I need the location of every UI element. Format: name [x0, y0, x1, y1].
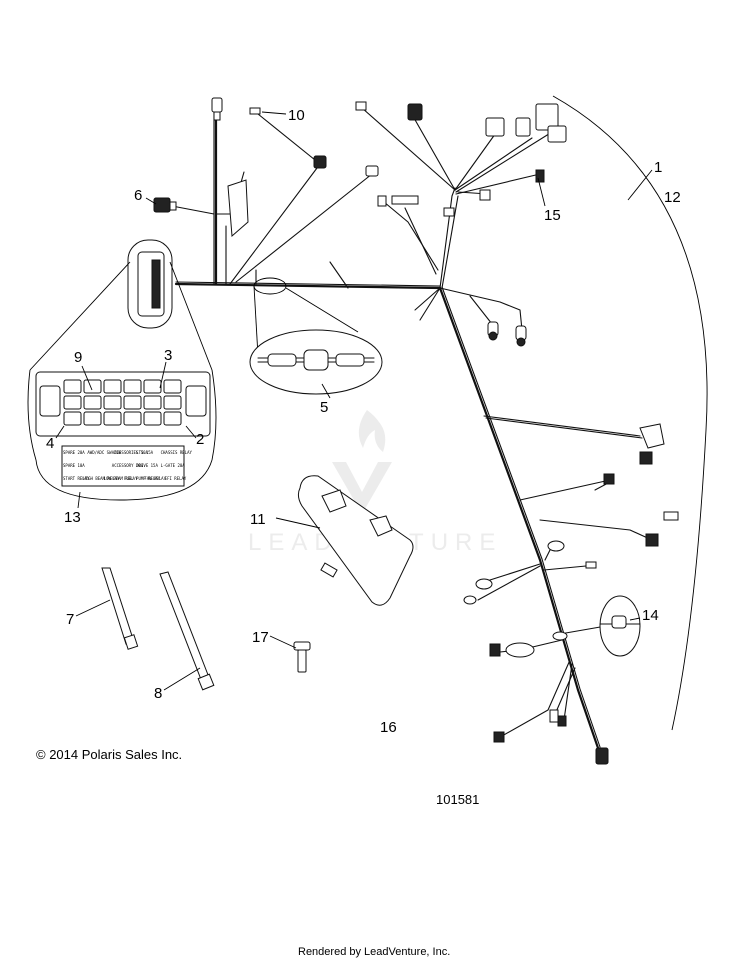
- connector-upper-mid: [313, 155, 379, 177]
- fuse-slot: [63, 411, 82, 426]
- callout-2: 2: [196, 431, 204, 448]
- screw: [293, 641, 311, 673]
- fuse-chart-cell: CHASSIS RELAY: [161, 450, 193, 455]
- fuse-slot: [63, 379, 82, 394]
- callout-7: 7: [66, 611, 74, 628]
- fuse-chart-cell: FUEL PUMP RELAY: [124, 476, 161, 481]
- callout-4: 4: [46, 435, 54, 452]
- fuse-slot: [103, 395, 122, 410]
- fuse-chart-cell: SPARE 20A: [63, 450, 85, 455]
- fuse-slot: [83, 379, 102, 394]
- fuse-chart-cell: AWD/ADC SW 20A: [87, 450, 121, 455]
- fuse-chart-cell: ACCESSORIES 10A: [112, 450, 149, 455]
- fuse-slot: [143, 379, 162, 394]
- fuse-chart-cell: L-GATE 20A: [161, 463, 186, 468]
- callout-14: 14: [642, 607, 659, 624]
- fuse-slot: [123, 379, 142, 394]
- fuse-slot: [123, 411, 142, 426]
- callouts: 1 2 3 4 5 6 7 8 9 10 11 12 13 14 15 16 1…: [46, 107, 681, 736]
- callout-13: 13: [64, 509, 81, 526]
- callout-5: 5: [320, 399, 328, 416]
- harness-bracket: [297, 475, 414, 606]
- fuse-slot: [103, 379, 122, 394]
- callout-9: 9: [74, 349, 82, 366]
- fuse-chart-cell: LOW BEAM RELAY: [104, 476, 138, 481]
- fuse-slot: [163, 379, 182, 394]
- copyright-text: © 2014 Polaris Sales Inc.: [36, 747, 182, 762]
- connector-lower: [463, 540, 609, 765]
- fuse-slot: [143, 411, 162, 426]
- callout-16: 16: [380, 719, 397, 736]
- harness-boundary-arc: [552, 95, 708, 731]
- callout-8: 8: [154, 685, 162, 702]
- fuse-chart-cell: LTS 15A: [136, 450, 153, 455]
- fuse-slot: [123, 395, 142, 410]
- fuse-chart-cell: START RELAY: [63, 476, 90, 481]
- fuse-slot: [163, 395, 182, 410]
- connector-top-left: [211, 97, 223, 121]
- callout-15: 15: [544, 207, 561, 224]
- connector-right-plugs: [487, 321, 527, 347]
- top-cluster-connectors: [355, 101, 567, 217]
- footer-text: Rendered by LeadVenture, Inc.: [298, 946, 450, 958]
- fuse-slot: [63, 395, 82, 410]
- callout-3: 3: [164, 347, 172, 364]
- fuse-chart-cell: HIGH BEAM RELAY: [83, 476, 120, 481]
- fuse-chart-cell: EFI RELAY: [165, 476, 187, 481]
- callout-11: 11: [250, 511, 266, 528]
- callout-6: 6: [134, 187, 142, 204]
- fuse-slot: [83, 411, 102, 426]
- main-harness: [171, 107, 653, 750]
- fuse-slot: [163, 411, 182, 426]
- fuse-slot: [143, 395, 162, 410]
- fuse-slot: [83, 395, 102, 410]
- connector-bracket: [227, 179, 249, 238]
- callout-10: 10: [288, 107, 305, 124]
- detail-inline-fuse: [249, 277, 383, 395]
- callout-12: 12: [664, 189, 681, 206]
- fuse-chart-cell: SPARE 10A: [63, 463, 85, 468]
- fuse-slot: [103, 411, 122, 426]
- connector-10: [249, 107, 261, 115]
- callout-17: 17: [252, 629, 269, 646]
- cable-tie-8: [159, 571, 215, 691]
- fuse-chart-cell: ACCESSORY 20A: [112, 463, 144, 468]
- callout-1: 1: [654, 159, 662, 176]
- fuse-grid: [63, 379, 182, 426]
- cable-tie-7: [101, 567, 139, 650]
- diagram-number: 101581: [436, 792, 479, 807]
- fuse-chart-cell: DRIVE 15A: [136, 463, 158, 468]
- fuse-chart-cell: FAN RELAY: [144, 476, 166, 481]
- detail-clip: [599, 595, 641, 657]
- leader-lines: [55, 111, 653, 691]
- connector-mid-right: [603, 423, 679, 547]
- connector-6: [153, 197, 177, 213]
